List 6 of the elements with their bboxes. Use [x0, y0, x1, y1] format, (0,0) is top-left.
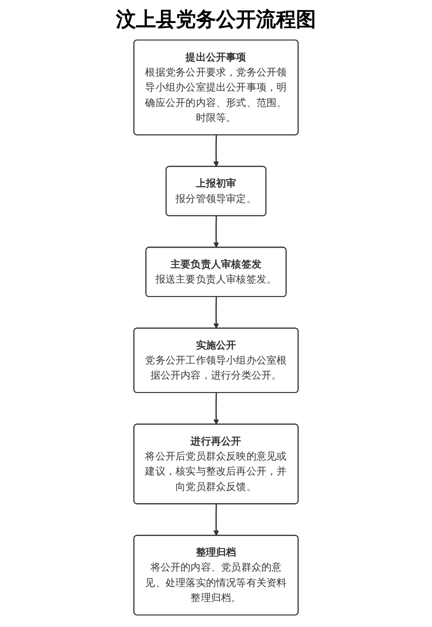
arrow — [213, 504, 219, 536]
arrow — [213, 392, 219, 425]
arrow — [213, 216, 219, 248]
diagram-title: 汶上县党务公开流程图 — [114, 6, 317, 33]
arrow — [213, 135, 219, 167]
arrow — [213, 296, 219, 329]
